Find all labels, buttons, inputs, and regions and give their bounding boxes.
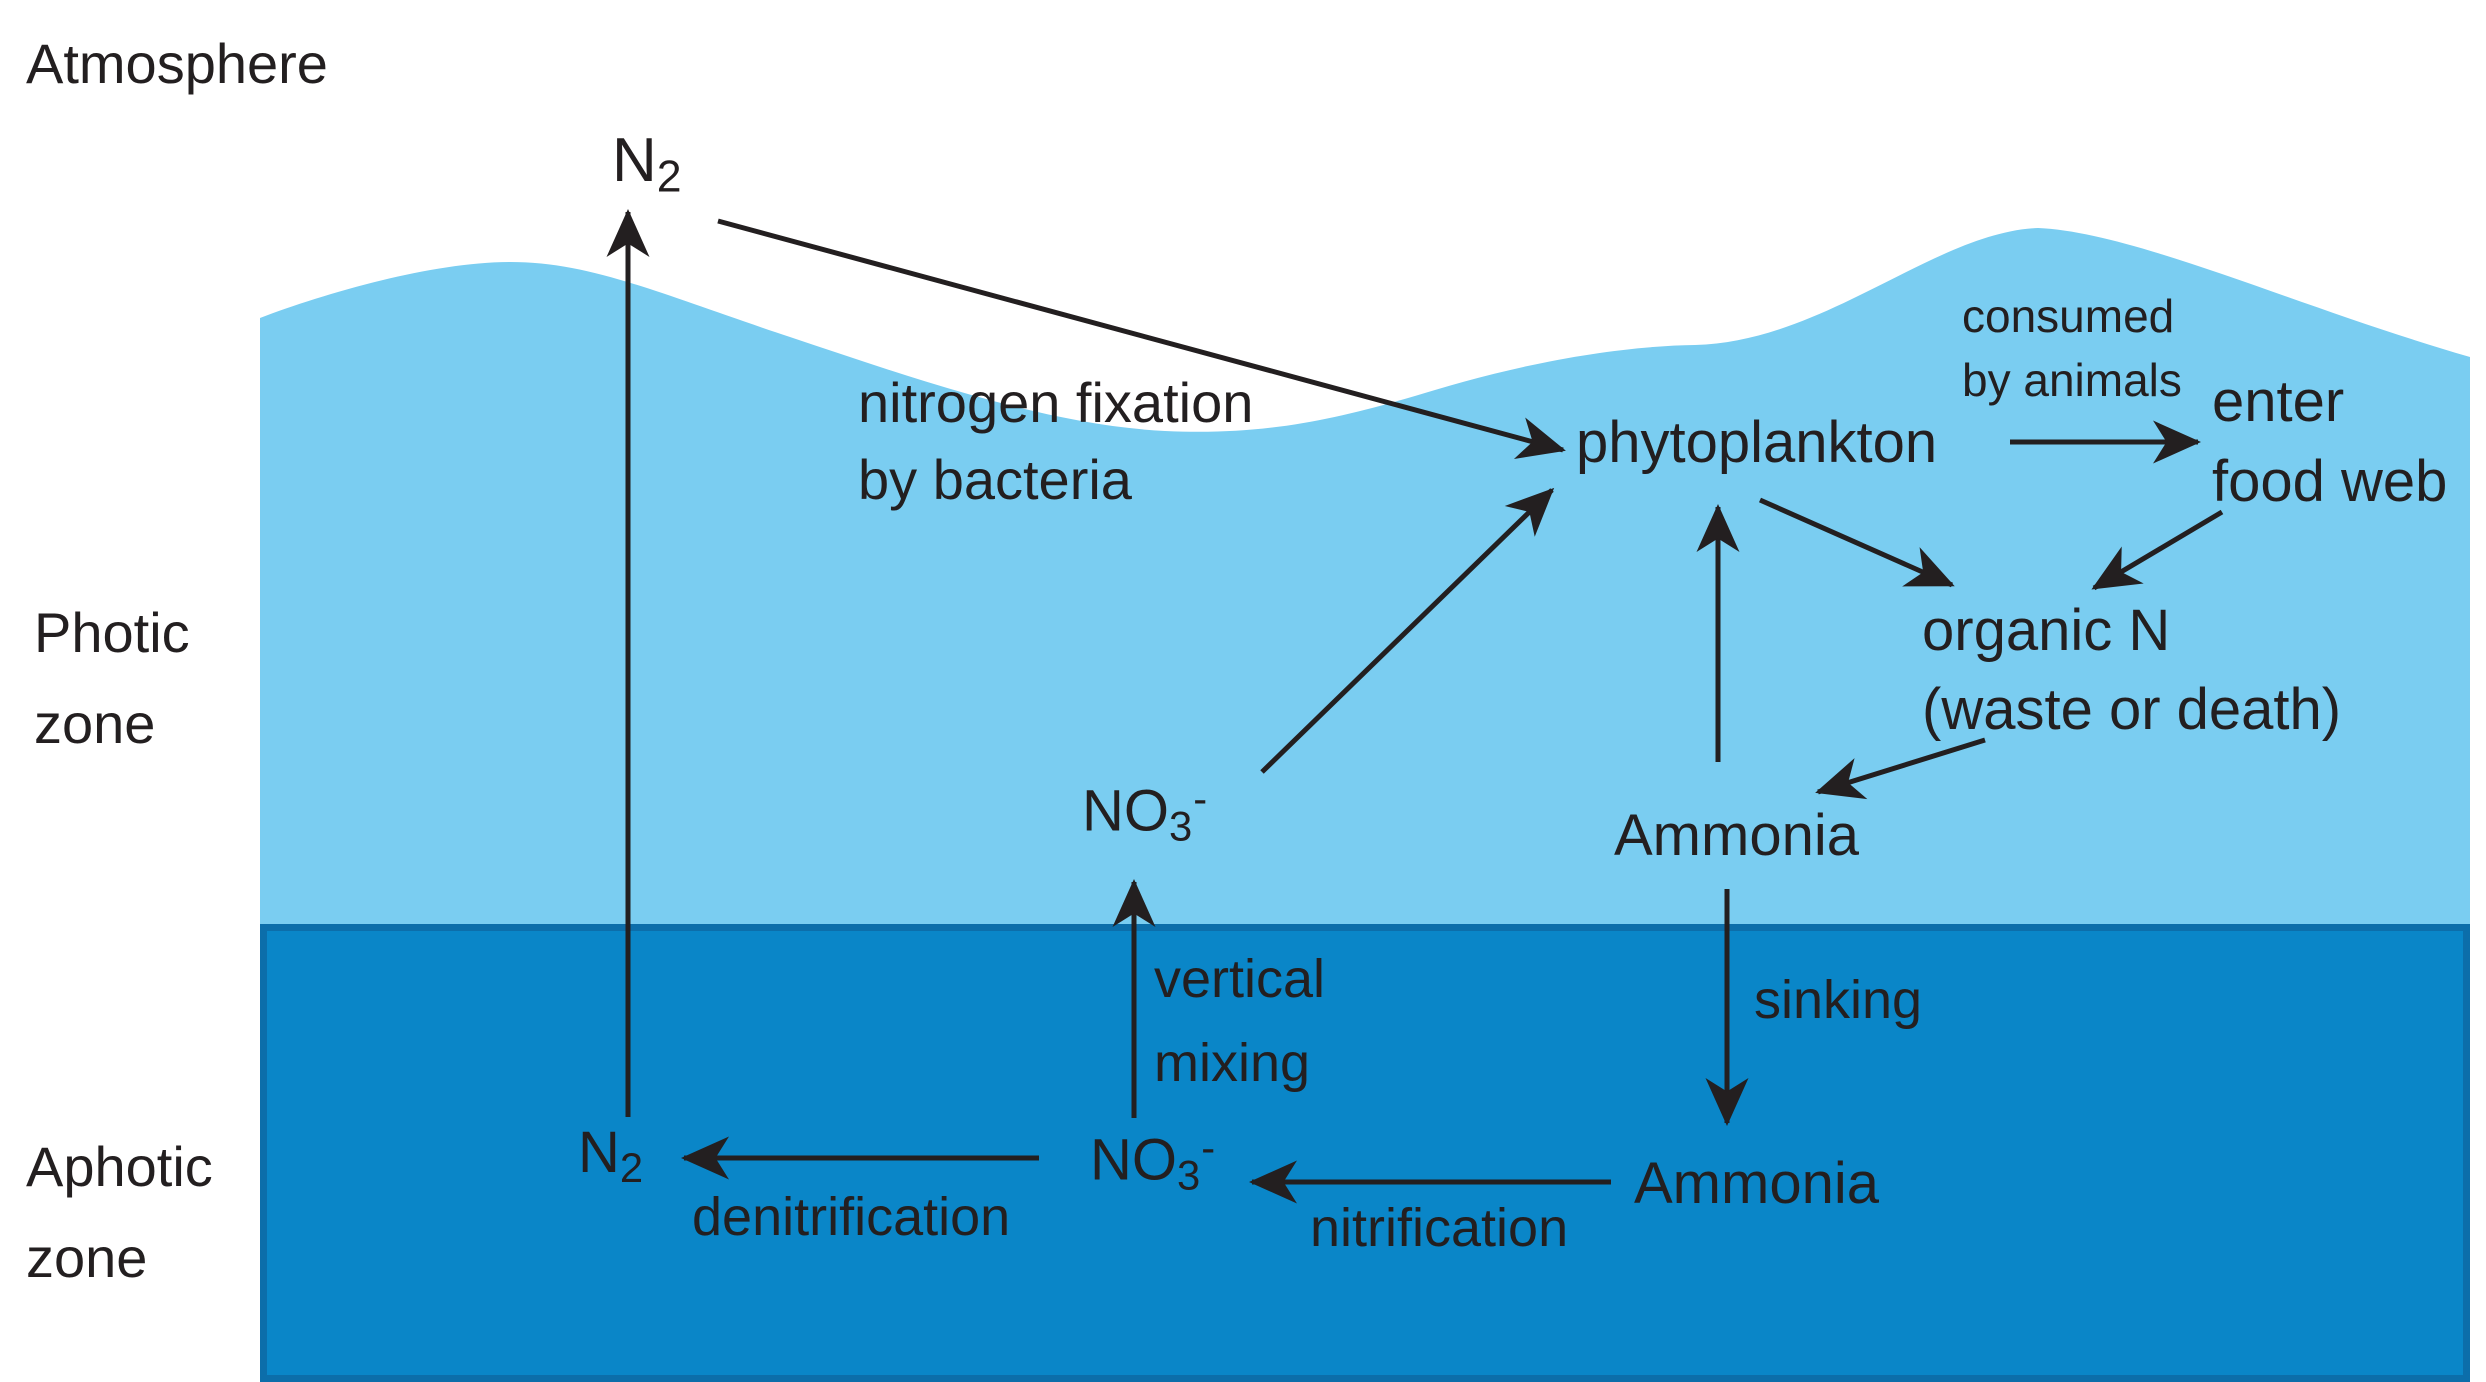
node-no3-deep: NO3- <box>1090 1123 1215 1201</box>
arrow-nitrogen-fixation <box>717 218 1566 459</box>
arrow-no3-uptake <box>1260 487 1555 774</box>
no3-photic-sub: 3 <box>1169 802 1193 850</box>
node-phytoplankton: phytoplankton <box>1576 410 1938 475</box>
process-nitrification: nitrification <box>1310 1198 1569 1258</box>
no3-photic-sup: - <box>1193 775 1208 822</box>
arrow-foodweb-to-organic-n <box>2091 509 2224 591</box>
arrow-layer <box>606 208 2224 1204</box>
node-n2-deep: N2 <box>578 1118 643 1193</box>
no3-deep-base: NO <box>1090 1127 1177 1193</box>
arrow-phytoplankton-to-organic-n <box>1758 497 1955 588</box>
no3-deep-sub: 3 <box>1177 1151 1201 1199</box>
node-organic-n: organic N (waste or death) <box>1922 598 2342 742</box>
node-ammonia-deep: Ammonia <box>1634 1151 1879 1216</box>
n2-atmosphere-sub: 2 <box>656 152 682 202</box>
aphotic-water-shape <box>260 924 2470 1382</box>
n2-deep-base: N <box>578 1120 620 1185</box>
process-consumed-by-animals: consumed by animals <box>1962 290 2182 407</box>
node-ammonia-photic: Ammonia <box>1614 803 1859 868</box>
process-denitrification: denitrification <box>692 1187 1011 1247</box>
label-aphotic-zone: Aphotic zone <box>26 1135 213 1289</box>
node-no3-photic: NO3- <box>1082 774 1207 852</box>
no3-photic-base: NO <box>1082 778 1169 844</box>
process-nitrogen-fixation: nitrogen fixation by bacteria <box>858 371 1254 512</box>
arrow-organic-n-to-ammonia <box>1815 737 1986 800</box>
node-n2-atmosphere: N2 <box>612 124 682 204</box>
label-atmosphere: Atmosphere <box>26 32 328 95</box>
n2-deep-sub: 2 <box>619 1144 644 1192</box>
label-photic-zone: Photic zone <box>34 601 190 755</box>
no3-deep-sup: - <box>1201 1124 1216 1171</box>
n2-atmosphere-base: N <box>612 126 657 195</box>
process-vertical-mixing: vertical mixing <box>1154 949 1326 1093</box>
node-enter-food-web: enter food web <box>2212 369 2448 515</box>
process-sinking: sinking <box>1754 970 1923 1030</box>
